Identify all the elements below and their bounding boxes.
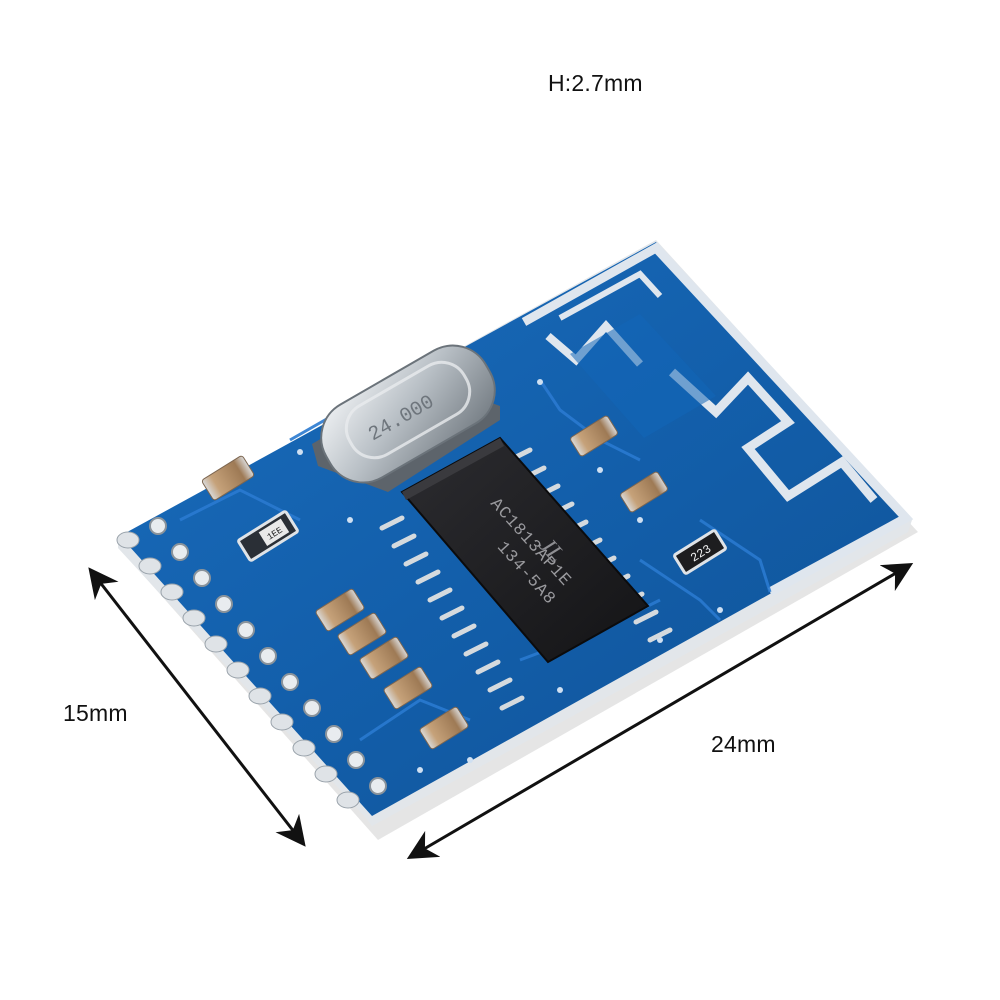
capacitors-right xyxy=(570,415,668,513)
length-label: 24mm xyxy=(711,731,776,757)
small-led-component: 1EE xyxy=(237,510,299,562)
dimension-arrows xyxy=(88,562,914,860)
height-label: H:2.7mm xyxy=(548,70,643,96)
crystal-oscillator: 24.000 xyxy=(312,344,500,492)
pcb-antenna xyxy=(521,242,914,596)
length-arrow xyxy=(406,562,914,860)
width-label: 15mm xyxy=(63,700,128,726)
width-arrow xyxy=(88,567,306,847)
